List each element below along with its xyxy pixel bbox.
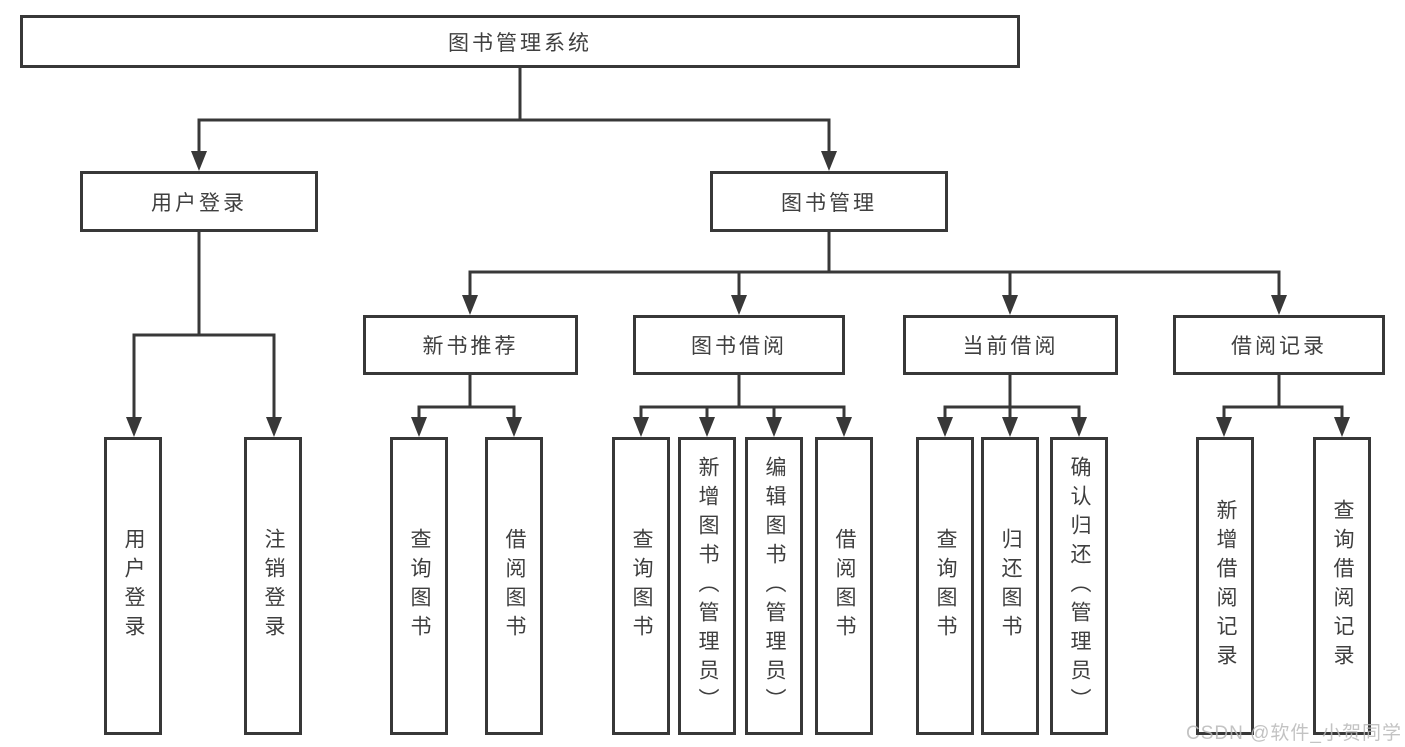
node-leaf-logout: 注销登录: [244, 437, 302, 735]
connector-new-book-children: [411, 373, 522, 437]
connector-book-borrow-children: [633, 373, 852, 437]
csdn-watermark: CSDN @软件_小贺同学: [1186, 723, 1402, 744]
connector-root-to-level2: [191, 66, 837, 171]
node-new-book-recommend: 新书推荐: [363, 315, 578, 375]
connector-current-borrow-children: [937, 373, 1087, 437]
node-leaf-user-login: 用户登录: [104, 437, 162, 735]
node-leaf-borrow-books-recommend: 借阅图书: [485, 437, 543, 735]
node-leaf-return-books: 归还图书: [981, 437, 1039, 735]
node-current-borrowing: 当前借阅: [903, 315, 1118, 375]
node-leaf-add-borrow-record: 新增借阅记录: [1196, 437, 1254, 735]
node-book-borrowing: 图书借阅: [633, 315, 845, 375]
node-leaf-add-books-admin: 新增图书（管理员）: [678, 437, 736, 735]
connector-book-management-children: [462, 230, 1287, 315]
node-borrowing-records: 借阅记录: [1173, 315, 1385, 375]
node-user-login: 用户登录: [80, 171, 318, 232]
node-leaf-query-books-borrow: 查询图书: [612, 437, 670, 735]
node-leaf-query-books-current: 查询图书: [916, 437, 974, 735]
node-leaf-borrow-books: 借阅图书: [815, 437, 873, 735]
node-library-system: 图书管理系统: [20, 15, 1020, 68]
node-leaf-edit-books-admin: 编辑图书（管理员）: [745, 437, 803, 735]
connector-user-login-children: [126, 230, 282, 437]
connector-borrow-records-children: [1216, 373, 1350, 437]
node-leaf-query-borrow-record: 查询借阅记录: [1313, 437, 1371, 735]
node-leaf-confirm-return-admin: 确认归还（管理员）: [1050, 437, 1108, 735]
node-leaf-query-books-recommend: 查询图书: [390, 437, 448, 735]
node-book-management: 图书管理: [710, 171, 948, 232]
